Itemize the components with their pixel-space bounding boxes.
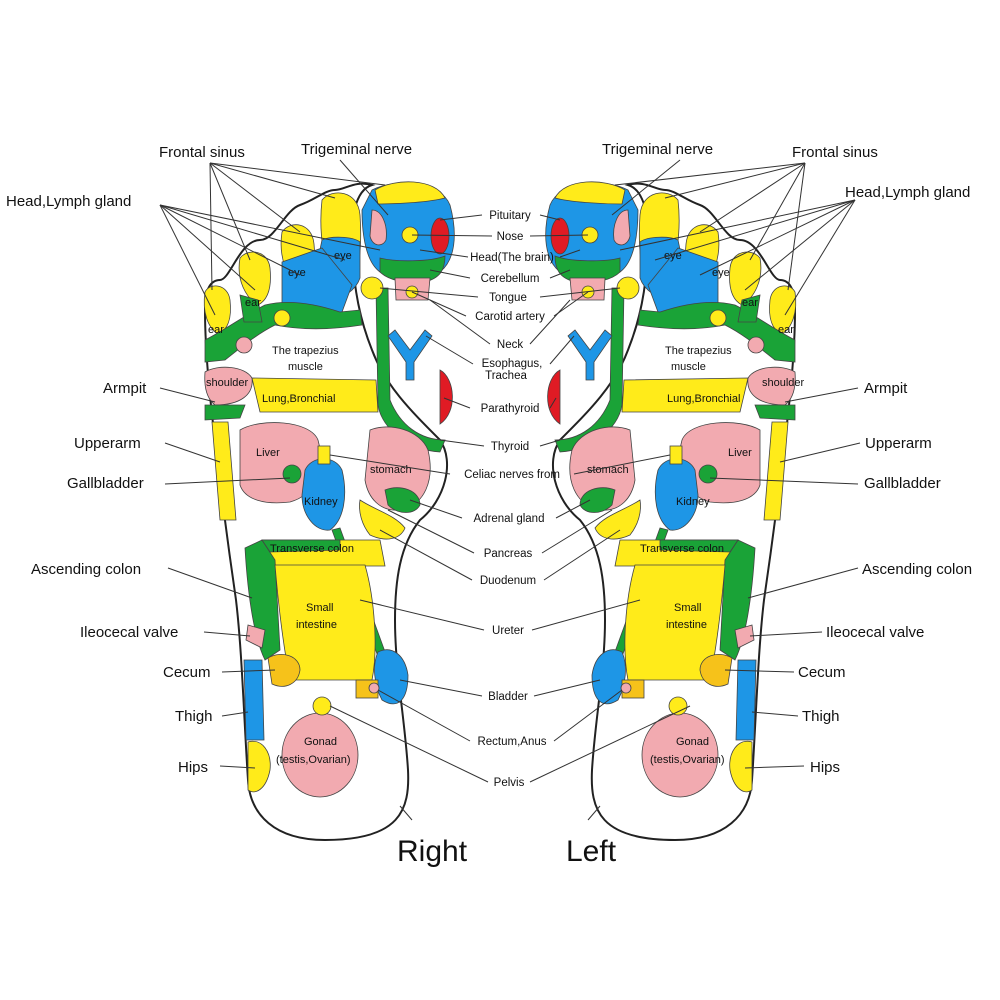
label-bladder: Bladder xyxy=(488,691,528,703)
label-ascending-colon-right: Ascending colon xyxy=(31,561,141,578)
label-hips-right: Hips xyxy=(178,759,208,776)
label-hips-left: Hips xyxy=(810,759,840,776)
label-gallbladder-right: Gallbladder xyxy=(67,475,144,492)
zone-small-r2: intestine xyxy=(296,619,337,631)
zone-trapezius-l2: muscle xyxy=(671,361,706,373)
zone-trapezius-r1: The trapezius xyxy=(272,345,339,357)
zone-transverse-r: Transverse colon xyxy=(270,543,354,555)
label-adrenal: Adrenal gland xyxy=(474,513,545,525)
zone-ear-r2: ear xyxy=(208,324,224,336)
label-esophagus: Esophagus, xyxy=(482,358,543,370)
label-tongue: Tongue xyxy=(489,292,527,304)
label-thigh-right: Thigh xyxy=(175,708,213,725)
label-armpit-right: Armpit xyxy=(103,380,147,397)
left-foot xyxy=(544,180,797,842)
label-thigh-left: Thigh xyxy=(802,708,840,725)
label-head-brain: Head(The brain) xyxy=(470,252,554,264)
label-head-lymph-left: Head,Lymph gland xyxy=(845,184,970,201)
label-frontal-sinus-left: Frontal sinus xyxy=(792,144,878,161)
zone-ear-r1: ear xyxy=(245,297,261,309)
zone-kidney-l: Kidney xyxy=(676,496,710,508)
label-gallbladder-left: Gallbladder xyxy=(864,475,941,492)
caption-right: Right xyxy=(397,835,468,868)
zone-trapezius-l1: The trapezius xyxy=(665,345,732,357)
zone-small-l2: intestine xyxy=(666,619,707,631)
label-duodenum: Duodenum xyxy=(480,575,536,587)
label-cecum-right: Cecum xyxy=(163,664,211,681)
zone-liver-r: Liver xyxy=(256,447,280,459)
label-ureter: Ureter xyxy=(492,625,524,637)
zone-small-l1: Small xyxy=(674,602,702,614)
caption-left: Left xyxy=(566,835,617,868)
zone-gonad-r1: Gonad xyxy=(304,736,337,748)
zone-lung-r: Lung,Bronchial xyxy=(262,393,335,405)
label-upperarm-right: Upperarm xyxy=(74,435,141,452)
label-parathyroid: Parathyroid xyxy=(481,403,540,415)
label-armpit-left: Armpit xyxy=(864,380,908,397)
zone-shoulder-r: shoulder xyxy=(206,377,249,389)
label-trigeminal-left: Trigeminal nerve xyxy=(602,141,713,158)
zone-stomach-r: stomach xyxy=(370,464,412,476)
zone-gonad-l1: Gonad xyxy=(676,736,709,748)
label-nose: Nose xyxy=(497,231,524,243)
leader-lines-center xyxy=(329,214,691,821)
label-pituitary: Pituitary xyxy=(489,210,531,222)
label-thyroid: Thyroid xyxy=(491,441,529,453)
leader-lines-right xyxy=(159,159,389,769)
label-head-lymph-right: Head,Lymph gland xyxy=(6,193,131,210)
leader-lines-left xyxy=(611,159,861,769)
zone-liver-l: Liver xyxy=(728,447,752,459)
label-celiac: Celiac nerves from xyxy=(464,469,560,481)
zone-eye-l2: eye xyxy=(712,267,730,279)
zone-kidney-r: Kidney xyxy=(304,496,338,508)
label-carotid-artery: Carotid artery xyxy=(475,311,545,323)
label-ileocecal-right: Ileocecal valve xyxy=(80,624,178,641)
label-cecum-left: Cecum xyxy=(798,664,846,681)
label-rectum-anus: Rectum,Anus xyxy=(477,736,546,748)
zone-gonad-r2: (testis,Ovarian) xyxy=(276,754,351,766)
label-neck: Neck xyxy=(497,339,523,351)
label-trachea: Trachea xyxy=(485,370,527,382)
zone-trapezius-r2: muscle xyxy=(288,361,323,373)
zone-ear-l1: ear xyxy=(742,297,758,309)
zone-shoulder-l: shoulder xyxy=(762,377,805,389)
zone-transverse-l: Transverse colon xyxy=(640,543,724,555)
label-frontal-sinus-right: Frontal sinus xyxy=(159,144,245,161)
zone-lung-l: Lung,Bronchial xyxy=(667,393,740,405)
label-pelvis: Pelvis xyxy=(494,777,525,789)
zone-eye-r1: eye xyxy=(334,250,352,262)
label-ascending-colon-left: Ascending colon xyxy=(862,561,972,578)
label-cerebellum: Cerebellum xyxy=(481,273,540,285)
zone-gonad-l2: (testis,Ovarian) xyxy=(650,754,725,766)
label-ileocecal-left: Ileocecal valve xyxy=(826,624,924,641)
label-upperarm-left: Upperarm xyxy=(865,435,932,452)
zone-small-r1: Small xyxy=(306,602,334,614)
label-pancreas: Pancreas xyxy=(484,548,533,560)
zone-ear-l2: ear xyxy=(778,324,794,336)
label-trigeminal-right: Trigeminal nerve xyxy=(301,141,412,158)
zone-stomach-l: stomach xyxy=(587,464,629,476)
